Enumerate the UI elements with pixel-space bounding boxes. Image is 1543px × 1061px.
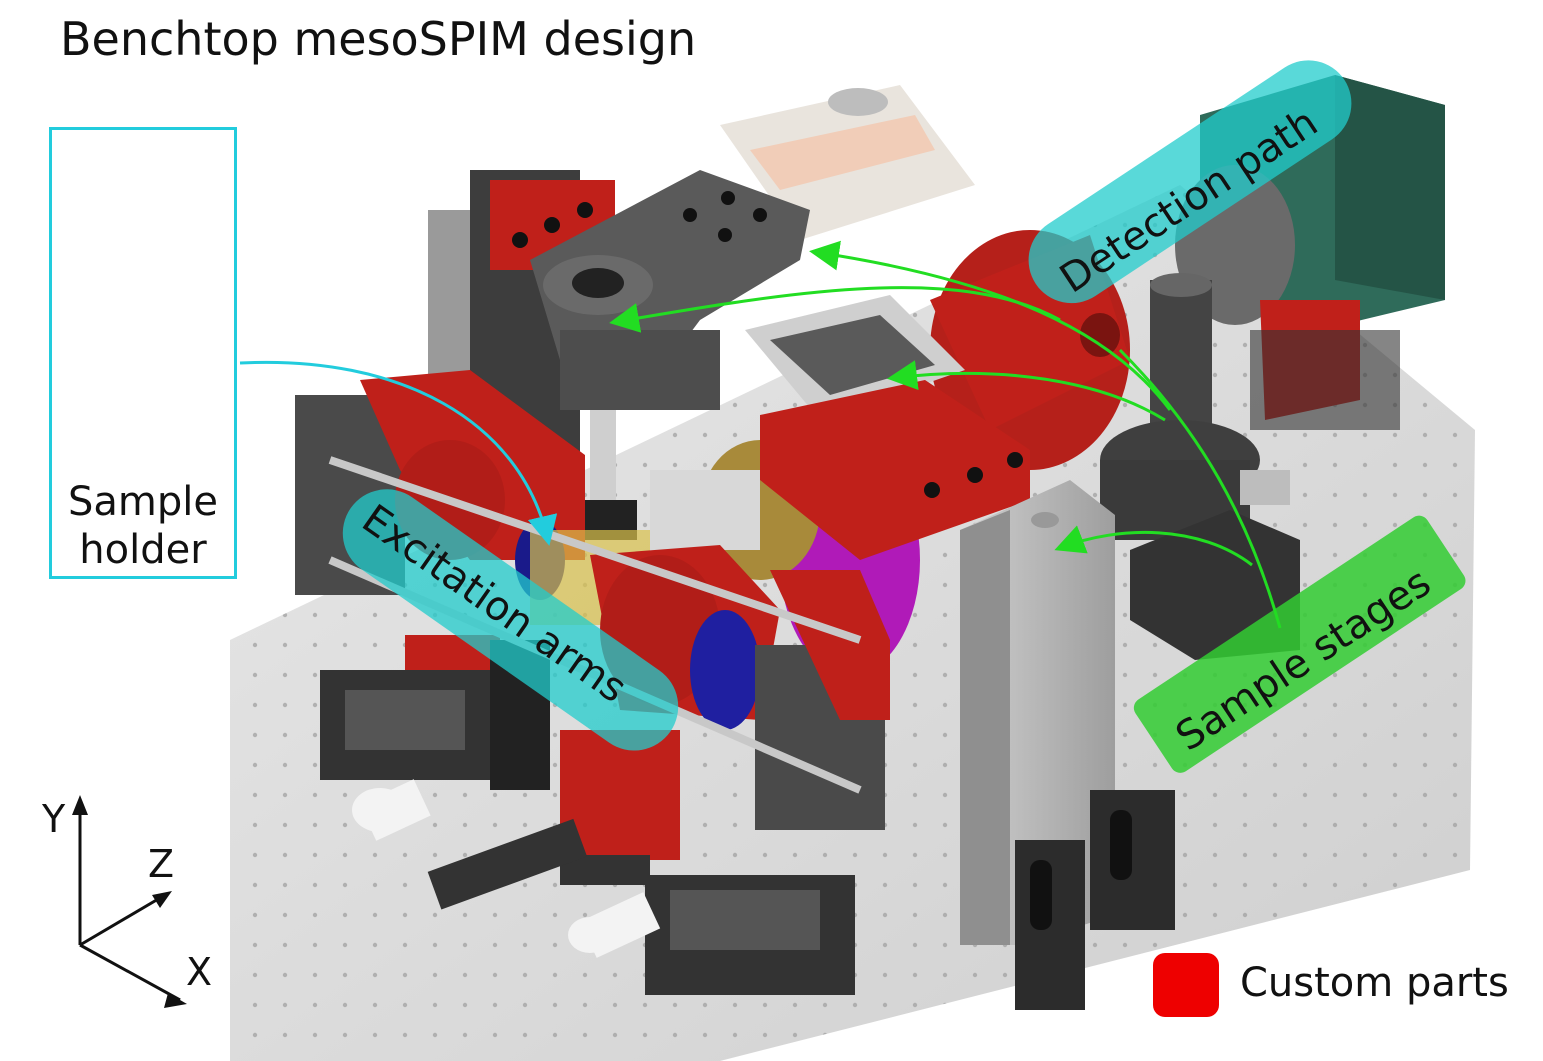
- detection-band: [1028, 60, 1352, 304]
- sample-holder-label-line2: holder: [79, 527, 207, 573]
- sample-holder-label-line1: Sample: [68, 479, 218, 525]
- motor-column: [1150, 280, 1212, 440]
- z-axis-line: [79, 893, 166, 947]
- coordinate-axes: [72, 795, 187, 1008]
- custom-parts-label: Custom parts: [1240, 960, 1509, 1006]
- rail: [427, 818, 588, 910]
- x-axis-label: X: [186, 950, 213, 994]
- detection-arrow-2: [809, 240, 1172, 411]
- y-axis-label: Y: [42, 797, 66, 841]
- bracket-right: [1090, 790, 1175, 930]
- stages-band: [1133, 515, 1466, 773]
- sample-holder-label: Sample holder: [52, 478, 234, 574]
- custom-parts-swatch: [1153, 953, 1219, 1017]
- x-axis-line: [79, 943, 181, 1002]
- sample-rod: [590, 410, 616, 505]
- stages-arrow-2: [1118, 348, 1282, 629]
- excitation-band: [342, 489, 679, 751]
- stages-arrow-1: [1054, 525, 1253, 567]
- sample-holder-arrow: [239, 360, 558, 546]
- objective-barrel: [650, 470, 760, 550]
- sample-holder-inset: Sample holder: [49, 127, 237, 579]
- detection-arrow-3: [887, 360, 1166, 422]
- z-axis-label: Z: [148, 842, 175, 886]
- custom-plate-mid: [760, 380, 1030, 560]
- figure-title: Benchtop mesoSPIM design: [60, 12, 697, 66]
